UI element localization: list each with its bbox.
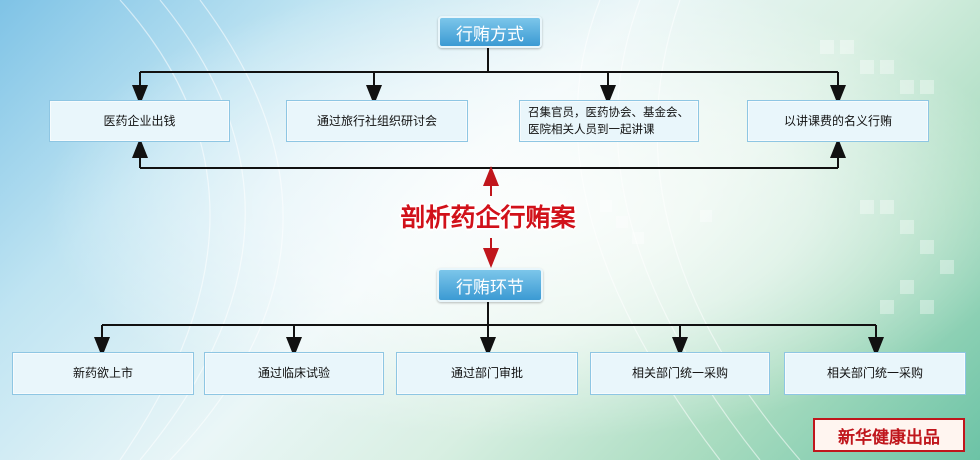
method-box-4: 以讲课费的名义行贿 bbox=[747, 100, 929, 142]
center-title: 剖析药企行贿案 bbox=[400, 203, 576, 232]
top-tree-lines bbox=[132, 46, 846, 169]
stage-box-4: 相关部门统一采购 bbox=[590, 352, 770, 395]
xinhua-health-stamp: 新华健康出品 bbox=[813, 418, 965, 452]
method-box-3: 召集官员，医药协会、基金会、医院相关人员到一起讲课 bbox=[519, 100, 699, 142]
stage-box-1: 新药欲上市 bbox=[12, 352, 194, 395]
stage-box-3: 通过部门审批 bbox=[396, 352, 578, 395]
bottom-tree-lines bbox=[94, 300, 884, 357]
header-bribery-methods: 行贿方式 bbox=[438, 16, 542, 48]
header-bribery-stages: 行贿环节 bbox=[437, 268, 543, 302]
method-box-1: 医药企业出钱 bbox=[49, 100, 230, 142]
stage-box-5: 相关部门统一采购 bbox=[784, 352, 966, 395]
method-box-2: 通过旅行社组织研讨会 bbox=[286, 100, 468, 142]
stage-box-2: 通过临床试验 bbox=[204, 352, 384, 395]
